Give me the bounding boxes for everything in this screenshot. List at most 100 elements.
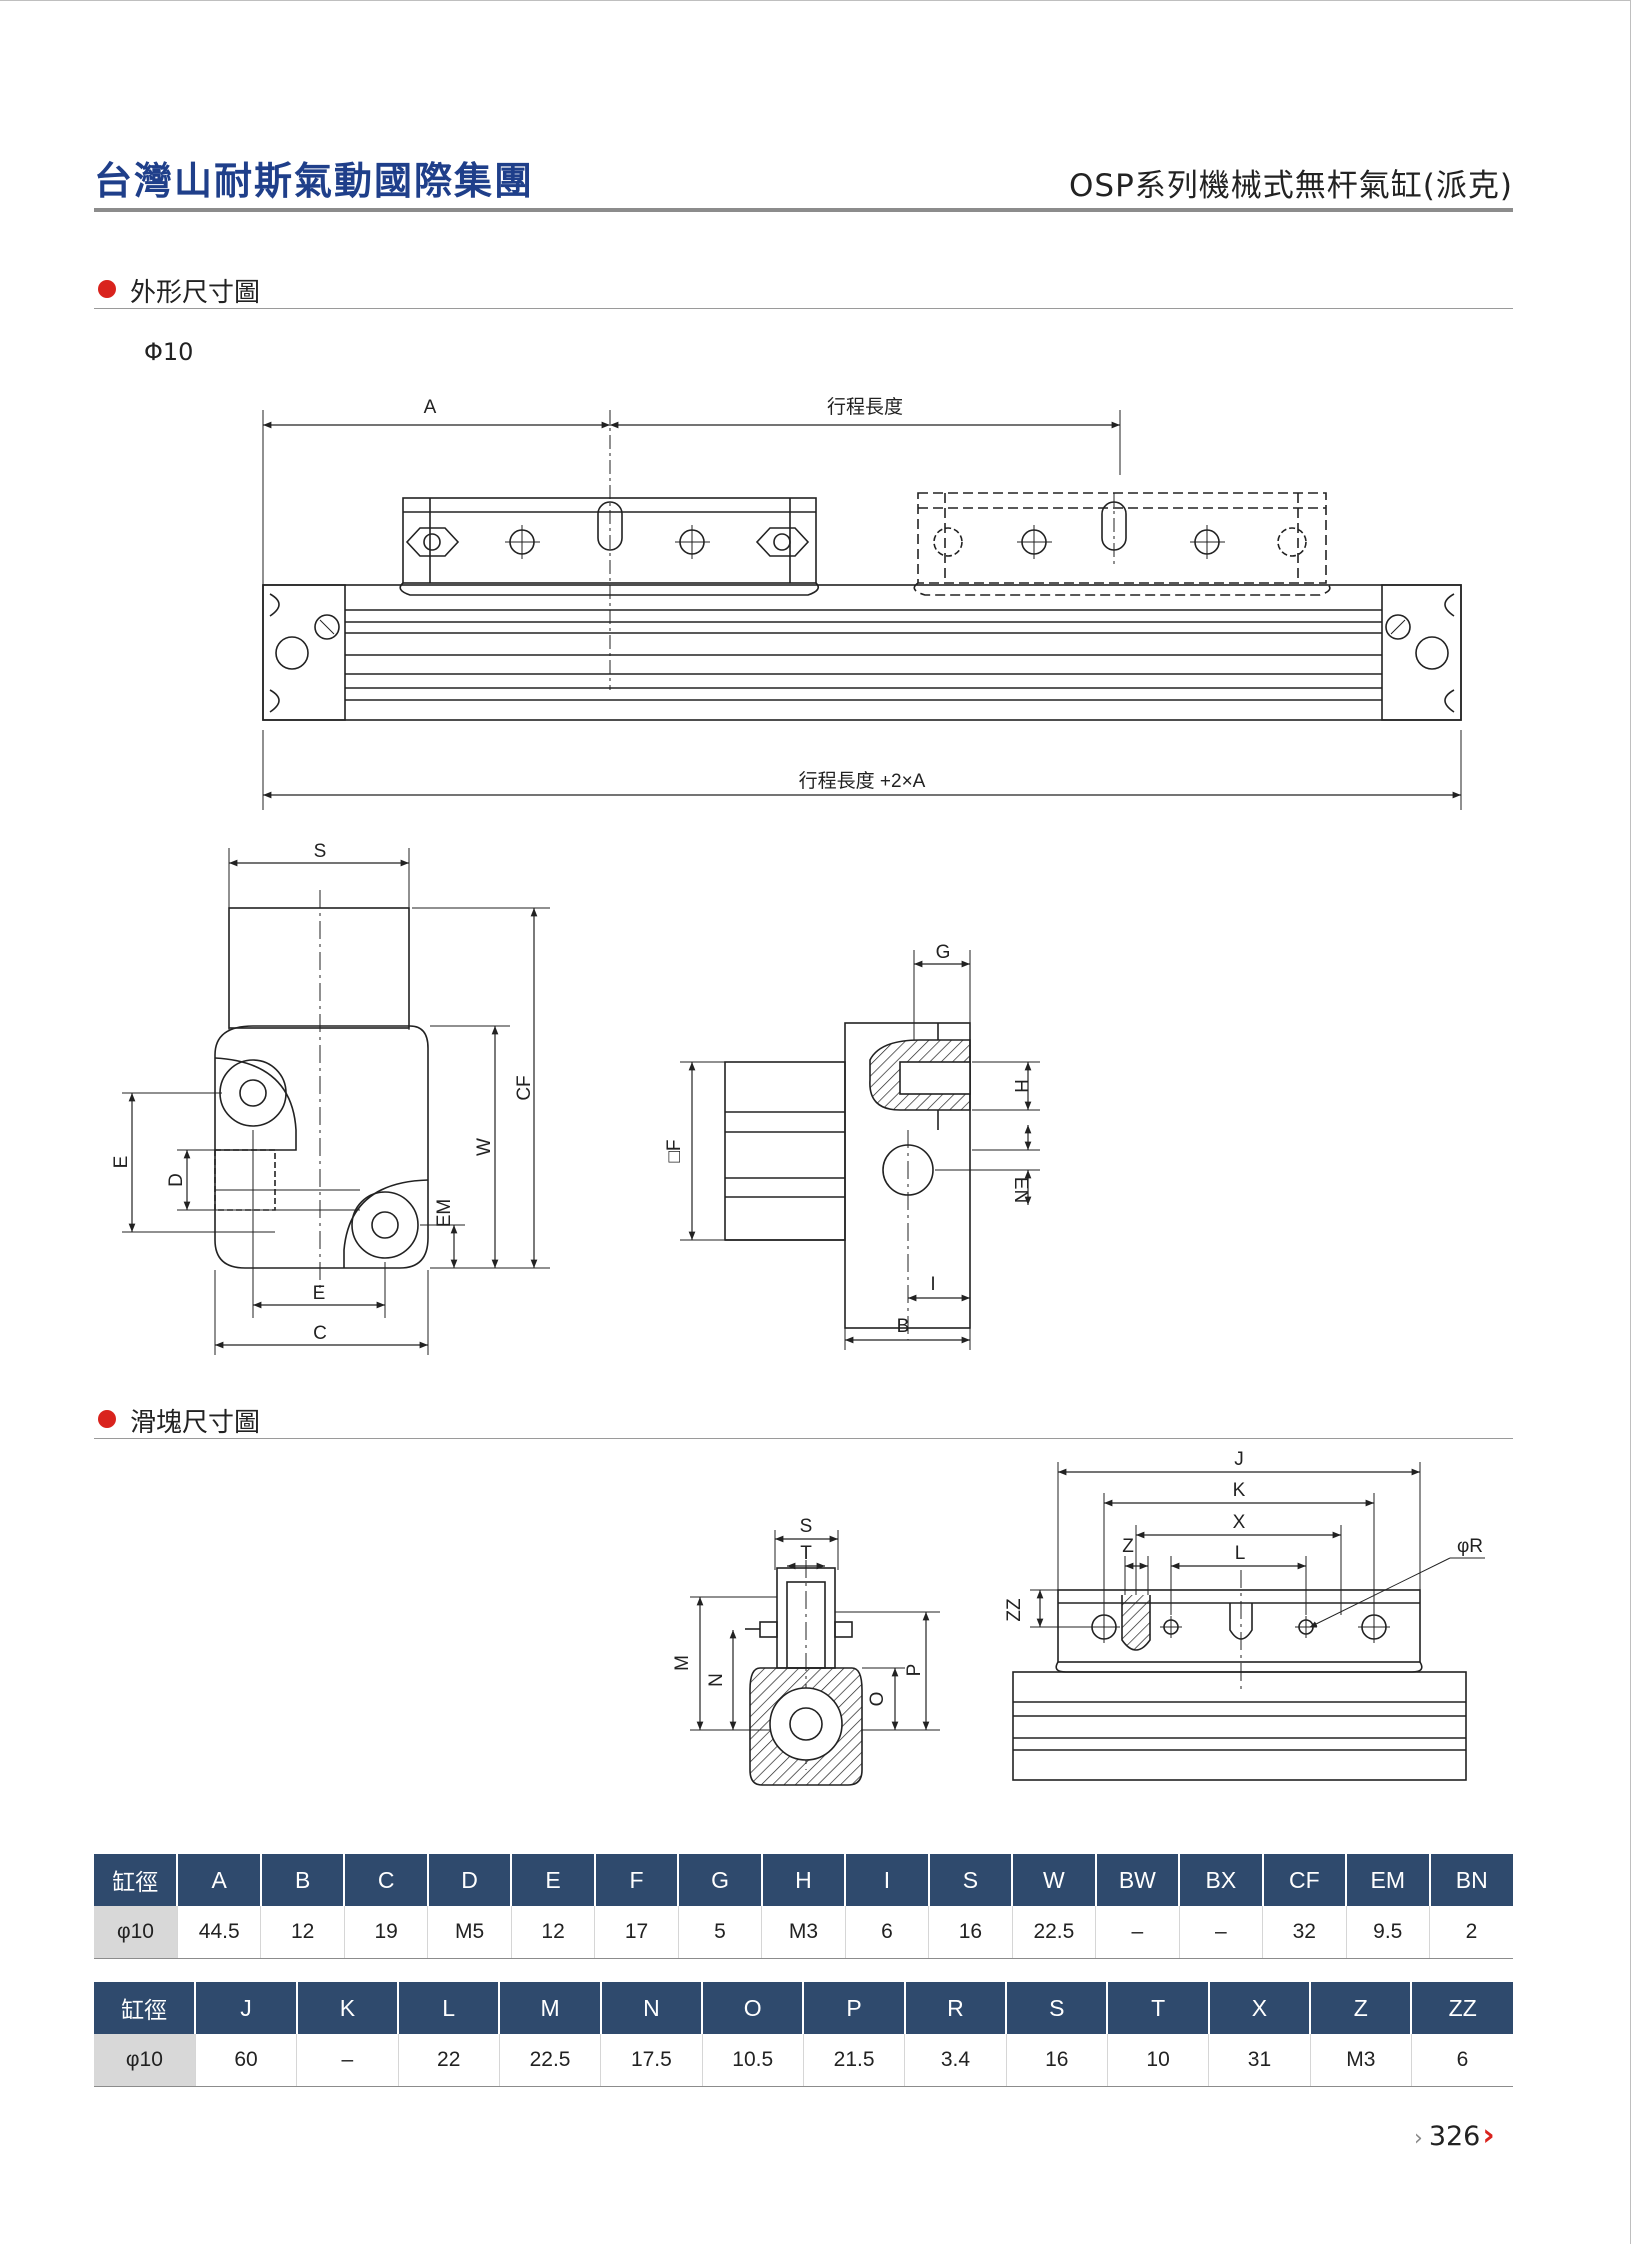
chevron-right-icon: › — [1414, 2126, 1423, 2151]
section-outline-label: 外形尺寸圖 — [130, 278, 261, 308]
table-header-cell: O — [701, 1982, 804, 2034]
dim-label-n: N — [706, 1673, 727, 1687]
table-cell: 3.4 — [904, 2034, 1007, 2087]
table-cell: 22.5 — [498, 2034, 601, 2087]
dim-label-i: I — [930, 1274, 935, 1295]
table-header-cell: J — [194, 1982, 297, 2034]
table-header-cell: T — [1106, 1982, 1209, 2034]
table-header-cell: C — [343, 1854, 428, 1906]
table-cell: 17.5 — [600, 2034, 703, 2087]
dimension-labels: A 行程長度 行程長度 +2×A S CF W EM E D E C G H □… — [111, 396, 1483, 1706]
table-row: φ10 44.5 12 19 M5 12 17 5 M3 6 16 22.5 –… — [94, 1906, 1513, 1959]
table-cell: M5 — [427, 1906, 512, 1959]
dim-label-a: A — [424, 397, 437, 418]
section-slider-label: 滑塊尺寸圖 — [130, 1408, 261, 1438]
table-cell: 9.5 — [1345, 1906, 1430, 1959]
table-header-cell: P — [802, 1982, 905, 2034]
table-cell: 16 — [1005, 2034, 1108, 2087]
table-cell: 5 — [677, 1906, 762, 1959]
table-cell: 19 — [343, 1906, 428, 1959]
table-header-cell: CF — [1261, 1854, 1347, 1906]
table-header-cell: 缸徑 — [94, 1854, 178, 1906]
chevron-right-icon: › — [1482, 2118, 1495, 2153]
dim-label-em: EM — [434, 1199, 455, 1228]
dim-label-b: B — [897, 1316, 910, 1337]
spec-table-1: 缸徑 A B C D E F G H I S W BW BX CF EM BN … — [94, 1854, 1513, 1959]
table-cell: M3 — [761, 1906, 846, 1959]
table-header-cell: K — [295, 1982, 399, 2034]
table-header-cell: BW — [1094, 1854, 1180, 1906]
table-header-cell: ZZ — [1410, 1982, 1513, 2034]
page-number: ›326› — [1414, 2118, 1495, 2153]
table-header-cell: S — [927, 1854, 1013, 1906]
table-header-cell: Z — [1309, 1982, 1412, 2034]
table-header-cell: 缸徑 — [94, 1982, 196, 2034]
table-cell: – — [1178, 1906, 1263, 1959]
table-cell: 31 — [1208, 2034, 1311, 2087]
bore-label: Φ10 — [144, 338, 194, 366]
dim-label-h: H — [1010, 1079, 1031, 1093]
table-cell: 10 — [1106, 2034, 1209, 2087]
table-header-cell: BN — [1428, 1854, 1513, 1906]
table-cell: M3 — [1309, 2034, 1412, 2087]
dim-label-s-slider: S — [800, 1516, 813, 1537]
slider-end-view — [690, 1530, 940, 1786]
table-header-cell: X — [1207, 1982, 1311, 2034]
dim-label-o: O — [867, 1692, 888, 1707]
dim-label-x: X — [1233, 1512, 1246, 1533]
table-header-cell: W — [1011, 1854, 1096, 1906]
dim-label-p: P — [904, 1664, 925, 1677]
side-view — [680, 950, 1040, 1350]
table-header-cell: A — [176, 1854, 261, 1906]
dim-label-e: E — [313, 1283, 326, 1304]
dim-label-z: Z — [1122, 1536, 1134, 1557]
table-header-cell: H — [760, 1854, 846, 1906]
table-cell: φ10 — [94, 2034, 196, 2087]
dim-label-f: □F — [664, 1139, 685, 1162]
table-cell: 12 — [260, 1906, 345, 1959]
dim-label-en: EN — [1010, 1177, 1031, 1203]
dim-label-g: G — [936, 942, 951, 963]
page-number-value: 326 — [1428, 2121, 1481, 2152]
table-header-cell: G — [677, 1854, 762, 1906]
table-row: φ10 60 – 22 22.5 17.5 10.5 21.5 3.4 16 1… — [94, 2034, 1513, 2087]
slider-side-view — [1012, 1462, 1485, 1781]
section-slider: 滑塊尺寸圖 — [94, 1398, 1513, 1439]
table-cell: 10.5 — [701, 2034, 804, 2087]
dim-label-overall: 行程長度 +2×A — [799, 770, 926, 792]
table-cell: 2 — [1429, 1906, 1513, 1959]
header-rule — [94, 208, 1513, 212]
dim-label-cf: CF — [514, 1075, 535, 1100]
table-cell: 6 — [1410, 2034, 1513, 2087]
dim-label-j: J — [1234, 1449, 1244, 1470]
dim-label-d: D — [166, 1173, 187, 1187]
brand-title: 台灣山耐斯氣動國際集團 — [94, 159, 535, 203]
dim-label-s: S — [314, 841, 327, 862]
table-cell: 21.5 — [802, 2034, 905, 2087]
table-header-cell: N — [599, 1982, 703, 2034]
table-cell: φ10 — [94, 1906, 178, 1959]
table-header-cell: R — [903, 1982, 1007, 2034]
table-cell: 16 — [928, 1906, 1013, 1959]
table-header-cell: M — [498, 1982, 601, 2034]
table-header-cell: D — [426, 1854, 512, 1906]
front-view — [122, 848, 550, 1355]
page-border-top — [0, 0, 1631, 1]
spec-table-2: 缸徑 J K L M N O P R S T X Z ZZ φ10 60 – 2… — [94, 1982, 1513, 2087]
table-cell: 12 — [510, 1906, 595, 1959]
table-header-row: 缸徑 J K L M N O P R S T X Z ZZ — [94, 1982, 1513, 2034]
bullet-dot-icon — [98, 1410, 116, 1428]
dim-label-c: C — [313, 1323, 327, 1344]
dim-label-stroke: 行程長度 — [827, 396, 903, 418]
table-header-cell: S — [1005, 1982, 1108, 2034]
table-header-cell: L — [397, 1982, 500, 2034]
dim-label-k: K — [1233, 1480, 1246, 1501]
dim-label-r: φR — [1457, 1536, 1483, 1557]
series-title: OSP系列機械式無杆氣缸(派克) — [1069, 168, 1513, 204]
table-cell: – — [296, 2034, 399, 2087]
table-header-cell: EM — [1345, 1854, 1430, 1906]
table-header-cell: BX — [1178, 1854, 1263, 1906]
table-header-cell: I — [844, 1854, 929, 1906]
dim-label-t: T — [800, 1543, 812, 1564]
table-header-cell: B — [259, 1854, 345, 1906]
